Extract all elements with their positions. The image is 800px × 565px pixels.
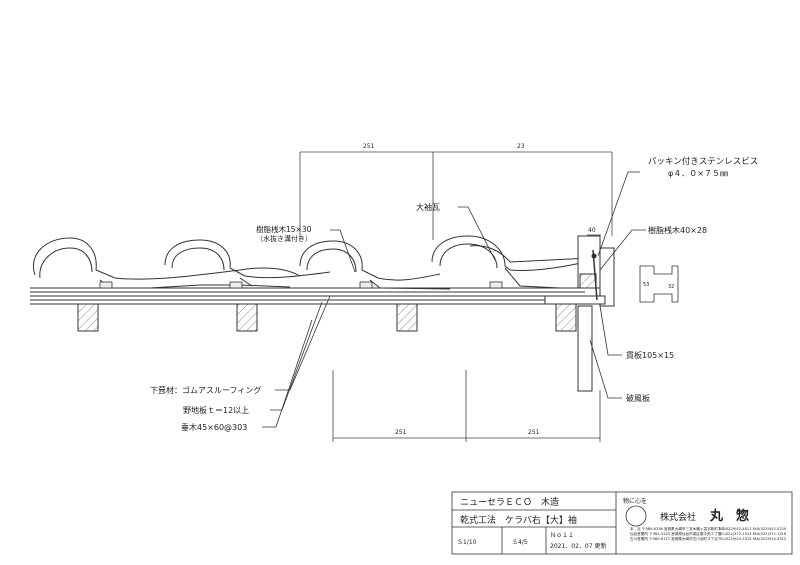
address-line: 仙台営業所 〒981-3133 宮城県仙台市泉区泉中央３丁目 (630, 532, 722, 536)
label-rafter: 垂木45×60@303 (181, 422, 247, 432)
label-underlay: 下葺材：ゴムアスルーフィング (150, 385, 261, 395)
company-prefix: 株式会社 (660, 513, 697, 523)
dim-small-right: 40 (588, 227, 596, 234)
gable-assembly (544, 235, 615, 392)
battens (99, 281, 503, 289)
top-dimension-lines (299, 151, 613, 240)
company-addresses: 本 社 〒989-6236 宮城県大崎市三本木蟻ヶ袋字新町１０ 仙台営業所 〒9… (630, 527, 725, 542)
bottom-dimension-lines (332, 370, 601, 442)
tel-line: TEL(0229)52-4811 FAX(0229)52-5229 (718, 527, 787, 531)
dim-side-b: 32 (668, 284, 674, 290)
label-sleeve-tile: 大袖瓦 (416, 202, 440, 212)
title-number: Ｎｏ１１ (550, 532, 575, 539)
label-sheathing: 野地板ｔ＝12以上 (183, 405, 249, 415)
company-name: 丸 惣 (710, 509, 750, 524)
company-tels: TEL(0229)52-4811 FAX(0229)52-5229 TEL(02… (718, 527, 786, 542)
company-slogan: 物に心を (623, 498, 648, 505)
label-screw-line1: パッキン付きステンレスビス (648, 156, 758, 167)
tel-line: TEL(022)372-1313 FAX(022)372-1316 (718, 532, 787, 536)
address-line: 本 社 〒989-6236 宮城県大崎市三本木蟻ヶ袋字新町１０ (630, 527, 726, 531)
label-gable-board: 破風板 (626, 393, 650, 403)
title-sheet: Ｓ4/5 (512, 539, 528, 546)
label-through-board: 貫板105×15 (626, 350, 674, 360)
title-drawing: 乾式工法 ケラバ右【大】袖 (460, 516, 577, 526)
title-block-frame (451, 491, 793, 555)
dim-bottom-left: 251 (395, 429, 407, 436)
leader-lines (262, 171, 646, 428)
title-scale: Ｓ1/10 (457, 539, 477, 546)
title-date: 2021．02．07 更新 (550, 543, 607, 550)
label-screw-line2: φ４．０×７５㎜ (668, 169, 728, 178)
label-resin-batten-right: 樹脂桟木40×28 (648, 225, 707, 235)
batten-profile-detail (639, 265, 679, 303)
label-resin-batten-line2: （水抜き溝付き） (256, 234, 312, 243)
tel-line: TEL(0229)24-3313 FAX(0229)24-3315 (718, 537, 787, 541)
rafters (77, 303, 577, 332)
dim-bottom-right: 251 (528, 429, 540, 436)
dim-top-right: 23 (517, 143, 525, 150)
dim-top-left: 251 (363, 143, 375, 150)
dim-side-a: 53 (643, 282, 649, 288)
title-product: ニューセラＥＣＯ 木造 (460, 498, 560, 508)
roof-tiles (33, 235, 598, 290)
deck-layers (30, 287, 585, 305)
label-resin-batten-line1: 樹脂桟木15×30 (256, 224, 312, 234)
address-line: 古川営業所 〒989-6171 宮城県大崎市古川北町２丁目 (630, 537, 718, 541)
